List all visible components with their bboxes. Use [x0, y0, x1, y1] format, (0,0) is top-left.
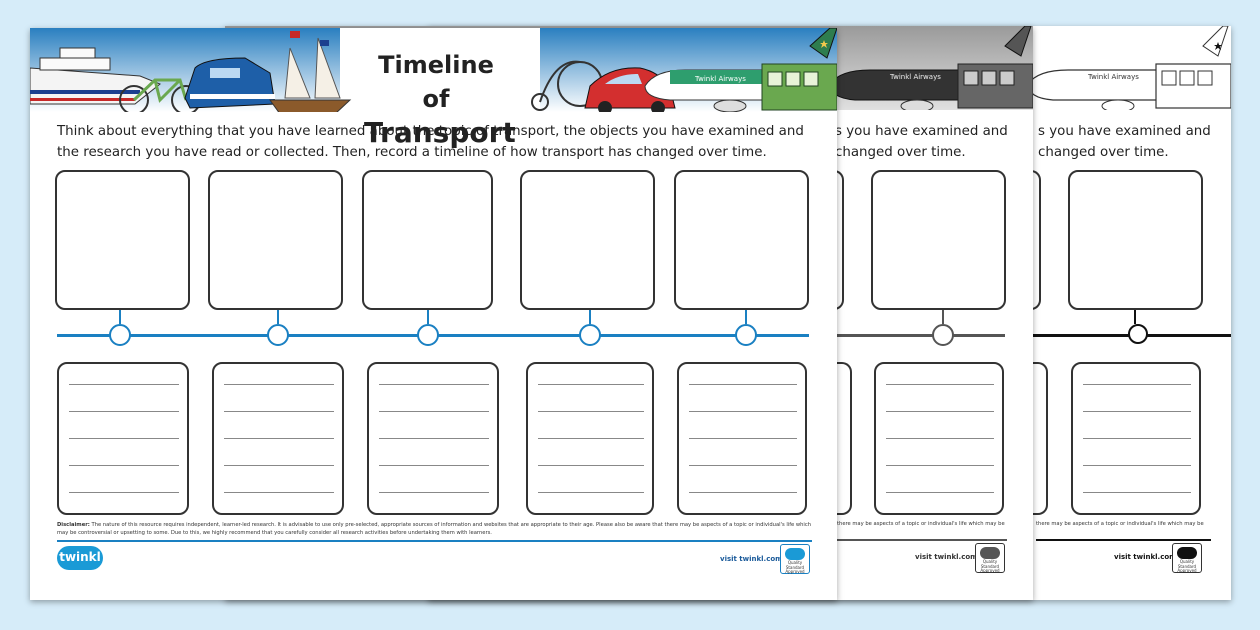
sailing-ship-icon	[269, 31, 352, 112]
banner-color: Twinkl Airways	[30, 28, 837, 112]
footer-line	[1036, 539, 1211, 541]
notes-box[interactable]	[1071, 362, 1201, 515]
twinkl-logo-icon: twinkl	[57, 546, 103, 570]
visit-link[interactable]: visit twinkl.com	[915, 553, 978, 561]
timeline-node	[417, 324, 439, 346]
visit-link[interactable]: visit twinkl.com	[1114, 553, 1177, 561]
svg-text:Twinkl Airways: Twinkl Airways	[1087, 73, 1139, 81]
tram-icon	[761, 63, 837, 111]
image-box[interactable]	[520, 170, 655, 310]
svg-text:Twinkl Airways: Twinkl Airways	[889, 73, 941, 81]
footer-line	[837, 539, 1007, 541]
timeline-node	[267, 324, 289, 346]
instructions-line1: s you have examined and	[835, 124, 1008, 139]
notes-box[interactable]	[367, 362, 499, 515]
airplane-icon: Twinkl Airways	[829, 26, 1032, 110]
timeline-tick	[589, 310, 591, 324]
timeline-node	[1128, 324, 1148, 344]
timeline-node	[932, 324, 954, 346]
visit-link[interactable]: visit twinkl.com	[720, 555, 783, 563]
timeline-tick	[427, 310, 429, 324]
page-title: Timeline of Transport	[364, 48, 516, 150]
disclaimer-label: Disclaimer:	[57, 522, 90, 528]
instructions-line2: the research you have read or collected.…	[57, 145, 767, 160]
timeline-node	[109, 324, 131, 346]
disclaimer: Disclaimer: The nature of this resource …	[57, 521, 812, 537]
tram-icon	[1155, 63, 1231, 109]
disclaimer-text: The nature of this resource requires ind…	[57, 522, 812, 536]
image-box[interactable]	[1068, 170, 1203, 310]
timeline-tick	[942, 310, 944, 324]
notes-box[interactable]	[677, 362, 807, 515]
disclaimer-partial: there may be aspects of a topic or indiv…	[1036, 521, 1204, 527]
image-box[interactable]	[674, 170, 809, 310]
image-box[interactable]	[871, 170, 1006, 310]
bicycle-icon	[119, 78, 201, 112]
quality-badge-icon: Quality Standard Approved	[780, 544, 810, 574]
image-box[interactable]	[208, 170, 343, 310]
notes-box[interactable]	[526, 362, 654, 515]
notes-box[interactable]	[57, 362, 189, 515]
image-box[interactable]	[55, 170, 190, 310]
badge-text: Quality Standard Approved	[785, 560, 805, 574]
badge-text: Quality Standard Approved	[1177, 559, 1197, 573]
timeline-tick	[745, 310, 747, 324]
instructions-line1: s you have examined and	[1038, 124, 1211, 139]
notes-box[interactable]	[874, 362, 1004, 515]
worksheet-color: Twinkl Airways Timeline of Transport Thi…	[30, 28, 837, 600]
instructions-line2: changed over time.	[835, 145, 966, 160]
timeline-line	[830, 334, 1005, 337]
quality-badge-icon: Quality Standard Approved	[975, 543, 1005, 573]
timeline-node	[579, 324, 601, 346]
cruise-ship-icon	[30, 47, 161, 105]
timeline-tick	[277, 310, 279, 324]
notes-box[interactable]	[212, 362, 344, 515]
svg-text:Twinkl Airways: Twinkl Airways	[694, 75, 746, 83]
instructions-partial: s you have examined and changed over time…	[1038, 121, 1231, 163]
image-box[interactable]	[362, 170, 493, 310]
train-icon	[184, 57, 276, 109]
badge-text: Quality Standard Approved	[980, 559, 1000, 573]
instructions-partial: s you have examined and changed over time…	[835, 121, 1033, 163]
timeline-node	[735, 324, 757, 346]
instructions-line1: Think about everything that you have lea…	[57, 124, 804, 139]
title-line2: Transport	[364, 116, 516, 149]
footer-line	[57, 540, 812, 542]
timeline-tick	[119, 310, 121, 324]
tram-icon	[957, 63, 1033, 109]
title-line1: Timeline of	[378, 51, 494, 113]
instructions: Think about everything that you have lea…	[57, 121, 817, 163]
airplane-icon: Twinkl Airways	[1027, 26, 1229, 110]
timeline-tick	[1134, 310, 1136, 324]
disclaimer-partial: there may be aspects of a topic or indiv…	[837, 521, 1005, 527]
instructions-line2: changed over time.	[1038, 145, 1169, 160]
quality-badge-icon: Quality Standard Approved	[1172, 543, 1202, 573]
